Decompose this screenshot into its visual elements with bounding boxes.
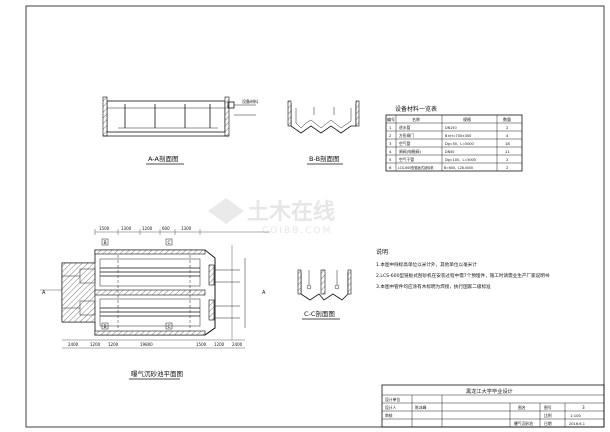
- section-mark: C: [168, 324, 171, 330]
- table-header-spec: 规格: [463, 116, 471, 122]
- table-cell: 闸阀(电磁阀): [399, 149, 421, 154]
- table-cell: 5: [389, 157, 392, 162]
- table-row: 6 LCS-600型链板式刮砂机 B=600，L28.0000 2: [389, 165, 509, 170]
- aa-side-label: 设备材料: [242, 98, 258, 104]
- title-block-cell: 日期: [544, 421, 552, 426]
- note-item: 1.本图中除标高单位以米计外，其他单位以毫米计: [376, 261, 477, 268]
- table-cell: 方形闸门: [399, 133, 414, 138]
- equipment-table-title: 设备材料一览表: [395, 105, 437, 113]
- table-cell: 2: [506, 157, 509, 162]
- table-row: 4 闸阀(电磁阀) DN50 11: [389, 149, 510, 154]
- aa-section-title: A-A剖面图: [148, 154, 178, 163]
- dim-label: 1200: [90, 342, 101, 347]
- equipment-table: 设备材料一览表 编号 名称 规格 数量 1 进水管 DN150 2 2 方形闸门…: [385, 105, 523, 172]
- table-row: 2 方形闸门 B×H=700×300 4: [389, 133, 509, 138]
- plan-section-title: 曝气沉砂池平面图: [131, 369, 183, 378]
- title-block-school: 黑龙江大学毕业设计: [466, 387, 513, 395]
- table-cell: DN150: [445, 126, 457, 130]
- section-cc: C-C剖面图: [297, 269, 352, 320]
- dim-label: 1200: [108, 342, 119, 347]
- dim-label: 19800: [140, 342, 153, 347]
- table-cell: 18: [505, 141, 510, 146]
- dim-label: 1200: [142, 226, 153, 231]
- section-mark: B: [104, 324, 107, 330]
- dim-label: 1200: [214, 342, 225, 347]
- dim-label: 1300: [181, 226, 192, 231]
- title-block-cell: 3: [582, 405, 585, 410]
- dim-label: 1500: [196, 342, 207, 347]
- plan-view: 1500 1300 1200 600 1300 B C B C A A: [40, 226, 270, 380]
- table-row: 1 进水管 DN150 2: [389, 125, 509, 130]
- watermark-cn: 土木在线: [247, 199, 335, 225]
- title-block-cell: 设计人: [385, 405, 397, 410]
- title-block-cell: 图号: [544, 405, 552, 410]
- section-mark: A: [262, 290, 266, 296]
- plan-dims-bottom: 2400 1200 1200 19800 1500 1200 2400: [68, 342, 243, 347]
- table-cell: 4: [389, 149, 392, 154]
- table-cell: Dg=100，L=5000: [445, 158, 476, 162]
- section-mark: C: [168, 240, 171, 246]
- table-cell: 1: [389, 125, 392, 130]
- table-cell: 空气干管: [399, 157, 414, 162]
- table-row: 5 空气干管 Dg=100，L=5000 2: [389, 157, 509, 162]
- title-block-cell: 陈冰峰: [415, 405, 427, 410]
- dim-label: 2400: [68, 342, 79, 347]
- table-cell: 11: [505, 149, 510, 154]
- dim-label: 600: [162, 226, 170, 231]
- title-block-cell: 图名: [518, 405, 526, 410]
- title-block: 黑龙江大学毕业设计 设计单位 设计人 陈冰峰 图名 图号 3 审核 比例 1:1…: [381, 384, 605, 428]
- table-cell: 进水管: [399, 125, 411, 130]
- title-block-cell: 1:100: [570, 413, 582, 418]
- table-cell: 空气管: [399, 141, 411, 146]
- note-item: 3.本图中管件均应涂有木标明为焊接，执行国家二级标准: [376, 283, 491, 290]
- table-header-qty: 数量: [503, 116, 511, 122]
- title-block-cell: 2016.6.1: [569, 422, 585, 426]
- cc-section-title: C-C剖面图: [304, 309, 335, 318]
- table-cell: 2: [389, 133, 392, 138]
- table-row: 3 空气管 Dg=50，L=5000 18: [389, 141, 510, 146]
- table-cell: 6: [389, 165, 392, 170]
- watermark-en: COIBB.COM: [262, 226, 332, 236]
- title-block-cell: 比例: [544, 413, 552, 418]
- title-block-cell: 曝气沉砂池: [514, 421, 533, 426]
- section-aa: 设备材料 A-A剖面图: [102, 96, 258, 165]
- table-cell: LCS-600型链板式刮砂机: [398, 165, 434, 170]
- table-cell: 3: [389, 141, 392, 146]
- title-block-cell: 审核: [385, 413, 393, 418]
- notes-title: 说明: [376, 248, 388, 256]
- section-bb: B-B剖面图: [287, 100, 360, 165]
- plan-dims-top: 1500 1300 1200 600 1300: [94, 226, 201, 235]
- dim-label: 1300: [121, 226, 132, 231]
- watermark: 土木在线 COIBB.COM: [208, 198, 335, 236]
- watermark-logo-icon: [208, 198, 244, 224]
- note-item: 2.LCS-600型链板式刮砂机在安装过程中需7个预埋件，施工时请需业生产厂家说…: [376, 272, 550, 279]
- dim-label: 1500: [99, 226, 110, 231]
- bb-section-title: B-B剖面图: [309, 154, 340, 163]
- table-cell: 2: [506, 165, 509, 170]
- title-block-cell: 设计单位: [385, 397, 400, 402]
- table-cell: 2: [506, 125, 509, 130]
- table-header-no: 编号: [387, 116, 395, 122]
- table-cell: Dg=50，L=5000: [445, 142, 474, 146]
- section-mark: A: [42, 290, 46, 296]
- table-cell: DN50: [445, 150, 454, 154]
- table-cell: B=600，L28.0000: [444, 166, 473, 170]
- table-header-name: 名称: [412, 116, 420, 122]
- sheet-border: [25, 5, 605, 428]
- notes: 说明 1.本图中除标高单位以米计外，其他单位以毫米计 2.LCS-600型链板式…: [376, 248, 550, 290]
- table-cell: B×H=700×300: [445, 134, 471, 138]
- section-mark: B: [104, 240, 107, 246]
- table-cell: 4: [506, 133, 509, 138]
- dim-label: 2400: [232, 342, 243, 347]
